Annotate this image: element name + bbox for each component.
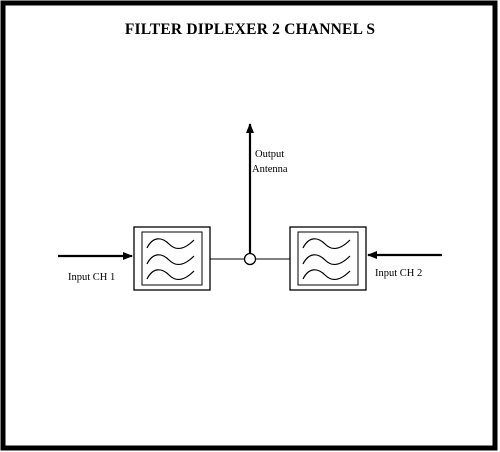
- antenna-label: Antenna: [252, 164, 288, 175]
- diagram-title: FILTER DIPLEXER 2 CHANNEL S: [125, 21, 375, 38]
- bandpass-filter-wave-icon: [146, 238, 195, 281]
- input-ch2-label: Input CH 2: [375, 268, 422, 279]
- bandpass-filter-wave-icon: [302, 238, 351, 281]
- filter-ch1: [133, 226, 211, 291]
- input-ch1-label: Input CH 1: [68, 272, 115, 283]
- filter-ch2: [289, 226, 367, 291]
- output-label: Output: [255, 149, 284, 160]
- circle-junction-icon: [243, 252, 257, 266]
